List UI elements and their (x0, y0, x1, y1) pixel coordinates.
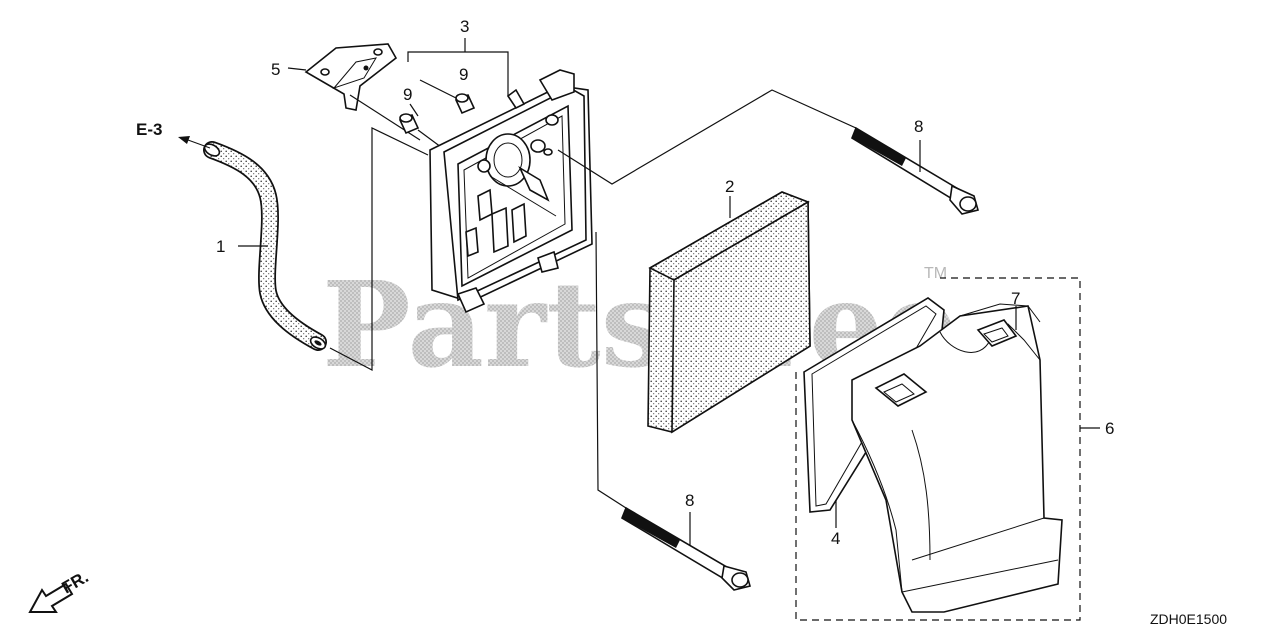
arrow-down-left-icon (28, 582, 74, 613)
callout-bolt-lower: 8 (685, 491, 694, 510)
watermark-trademark: TM (924, 265, 947, 282)
callout-tube: 1 (216, 237, 225, 256)
cover-assembly-box (795, 277, 1081, 621)
callout-bolt-upper: 8 (914, 117, 923, 136)
reference-label: E-3 (136, 120, 162, 139)
filter-element (647, 191, 811, 434)
collar-b (454, 93, 476, 115)
reference-callout: E-3 (136, 120, 211, 149)
collar-a (398, 113, 420, 135)
arrow-left-icon (178, 136, 190, 144)
diagram-code: ZDH0E1500 (1150, 611, 1227, 627)
gasket (304, 43, 398, 111)
callout-filter-element: 2 (725, 177, 734, 196)
air-cleaner-case (429, 69, 593, 314)
air-cleaner-cover (851, 303, 1063, 613)
bolt-upper (851, 126, 979, 215)
breather-tube (203, 141, 327, 351)
bolt-lower (621, 506, 751, 591)
callout-collar-b: 9 (403, 85, 412, 104)
direction-indicator: FR. (28, 567, 92, 613)
callout-collar-a: 9 (459, 65, 468, 84)
callout-gasket: 5 (271, 60, 280, 79)
callout-cover-seal: 4 (831, 529, 840, 548)
callout-case-assembly: 3 (460, 17, 469, 36)
callout-cover-inner: 7 (1011, 289, 1020, 308)
callout-cover-assembly: 6 (1105, 419, 1114, 438)
